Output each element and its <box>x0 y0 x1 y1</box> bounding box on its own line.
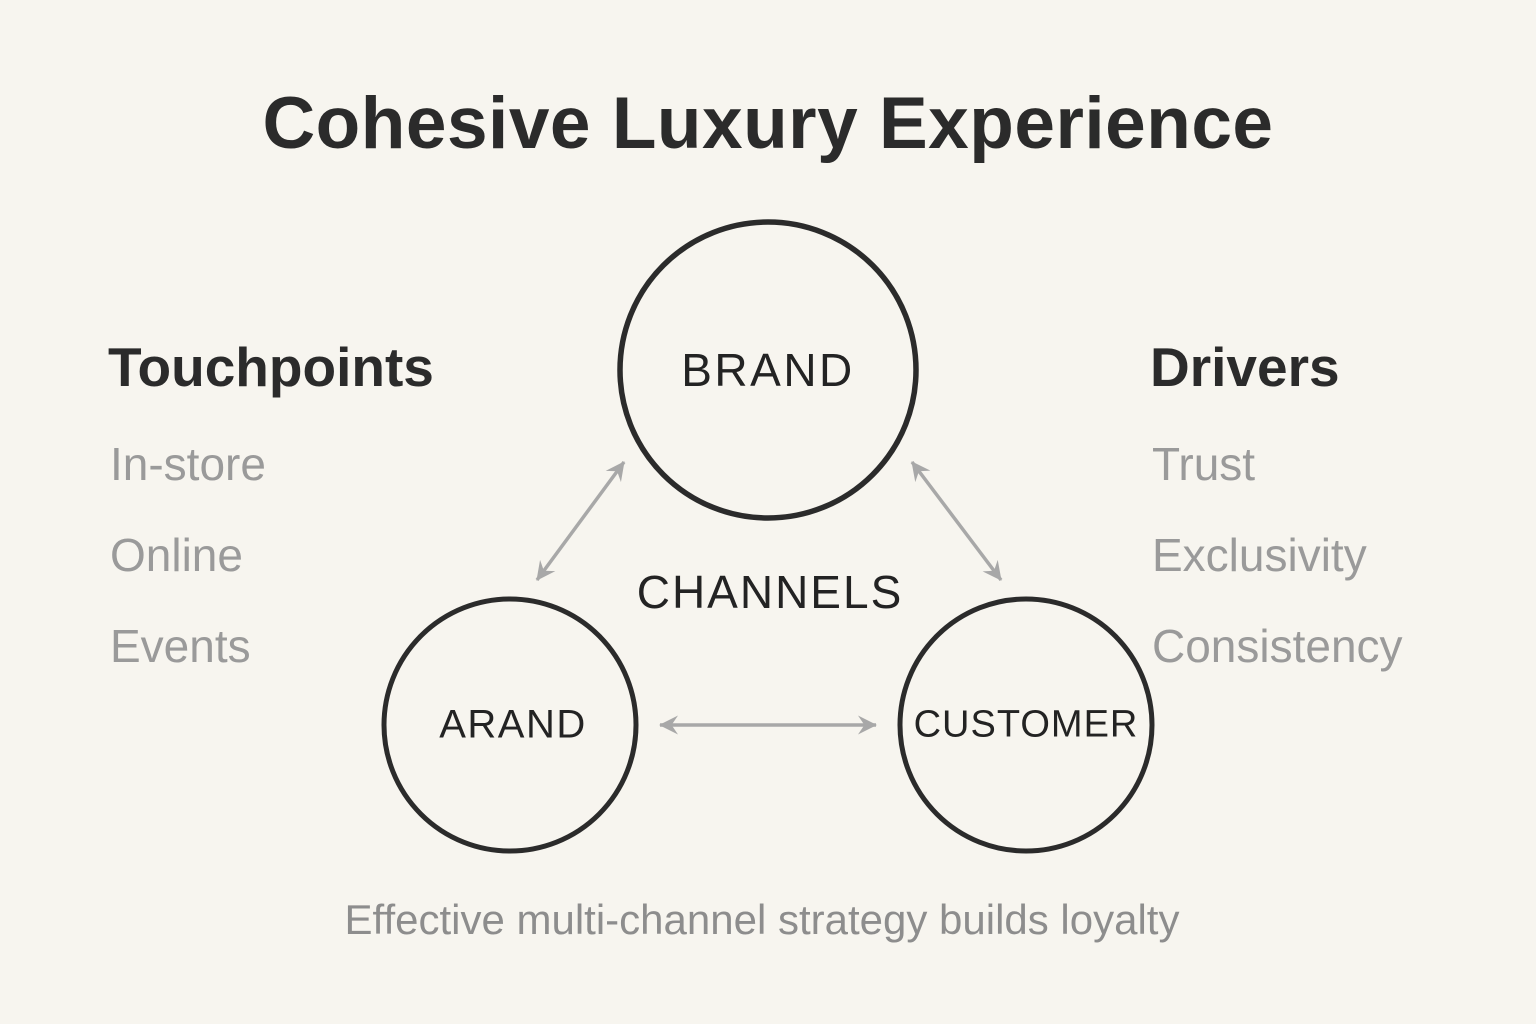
drivers-heading: Drivers <box>1150 336 1340 398</box>
drivers-item-consistency: Consistency <box>1152 620 1403 672</box>
brand-circle <box>617 219 919 521</box>
arand-circle <box>381 596 639 854</box>
brand-arand-arrow <box>535 460 626 582</box>
customer-circle <box>897 596 1155 854</box>
arand-node-label: ARAND <box>439 702 587 747</box>
drivers-item-exclusivity: Exclusivity <box>1152 529 1367 581</box>
touchpoints-heading: Touchpoints <box>108 336 434 398</box>
channels-label: CHANNELS <box>636 566 904 618</box>
footer-caption: Effective multi-channel strategy builds … <box>344 896 1180 943</box>
touchpoints-item-online: Online <box>110 529 243 581</box>
drivers-item-trust: Trust <box>1152 438 1256 490</box>
brand-node-label: BRAND <box>681 344 855 396</box>
customer-node-label: CUSTOMER <box>913 703 1139 746</box>
page-title: Cohesive Luxury Experience <box>262 83 1274 164</box>
touchpoints-item-in-store: In-store <box>110 438 266 490</box>
brand-customer-arrow <box>910 460 1003 582</box>
touchpoints-item-events: Events <box>110 620 251 672</box>
